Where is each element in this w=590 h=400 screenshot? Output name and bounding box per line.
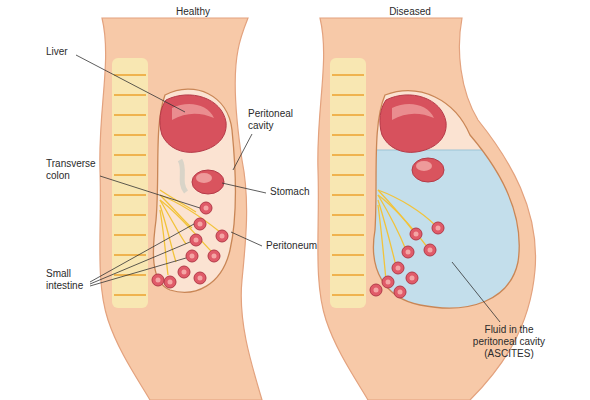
panel-heading: Healthy — [163, 6, 223, 18]
part-label: Small intestine — [46, 268, 92, 292]
part-label: Fluid in the peritoneal cavity (ASCITES) — [462, 324, 556, 360]
ascites-fluid — [360, 150, 540, 320]
peritoneum — [153, 89, 235, 292]
intestines — [152, 202, 228, 288]
part-label: Peritoneum — [266, 240, 336, 252]
mesentery — [160, 190, 220, 275]
healthy-body — [100, 18, 262, 400]
part-label: Liver — [46, 46, 106, 58]
part-label: Stomach — [270, 186, 330, 198]
part-label: Peritoneal cavity — [248, 108, 304, 132]
liver — [160, 95, 226, 152]
stomach — [192, 170, 224, 194]
panel-heading: Diseased — [378, 6, 442, 18]
part-label: Transverse colon — [46, 158, 102, 182]
leader-lines — [76, 55, 500, 322]
